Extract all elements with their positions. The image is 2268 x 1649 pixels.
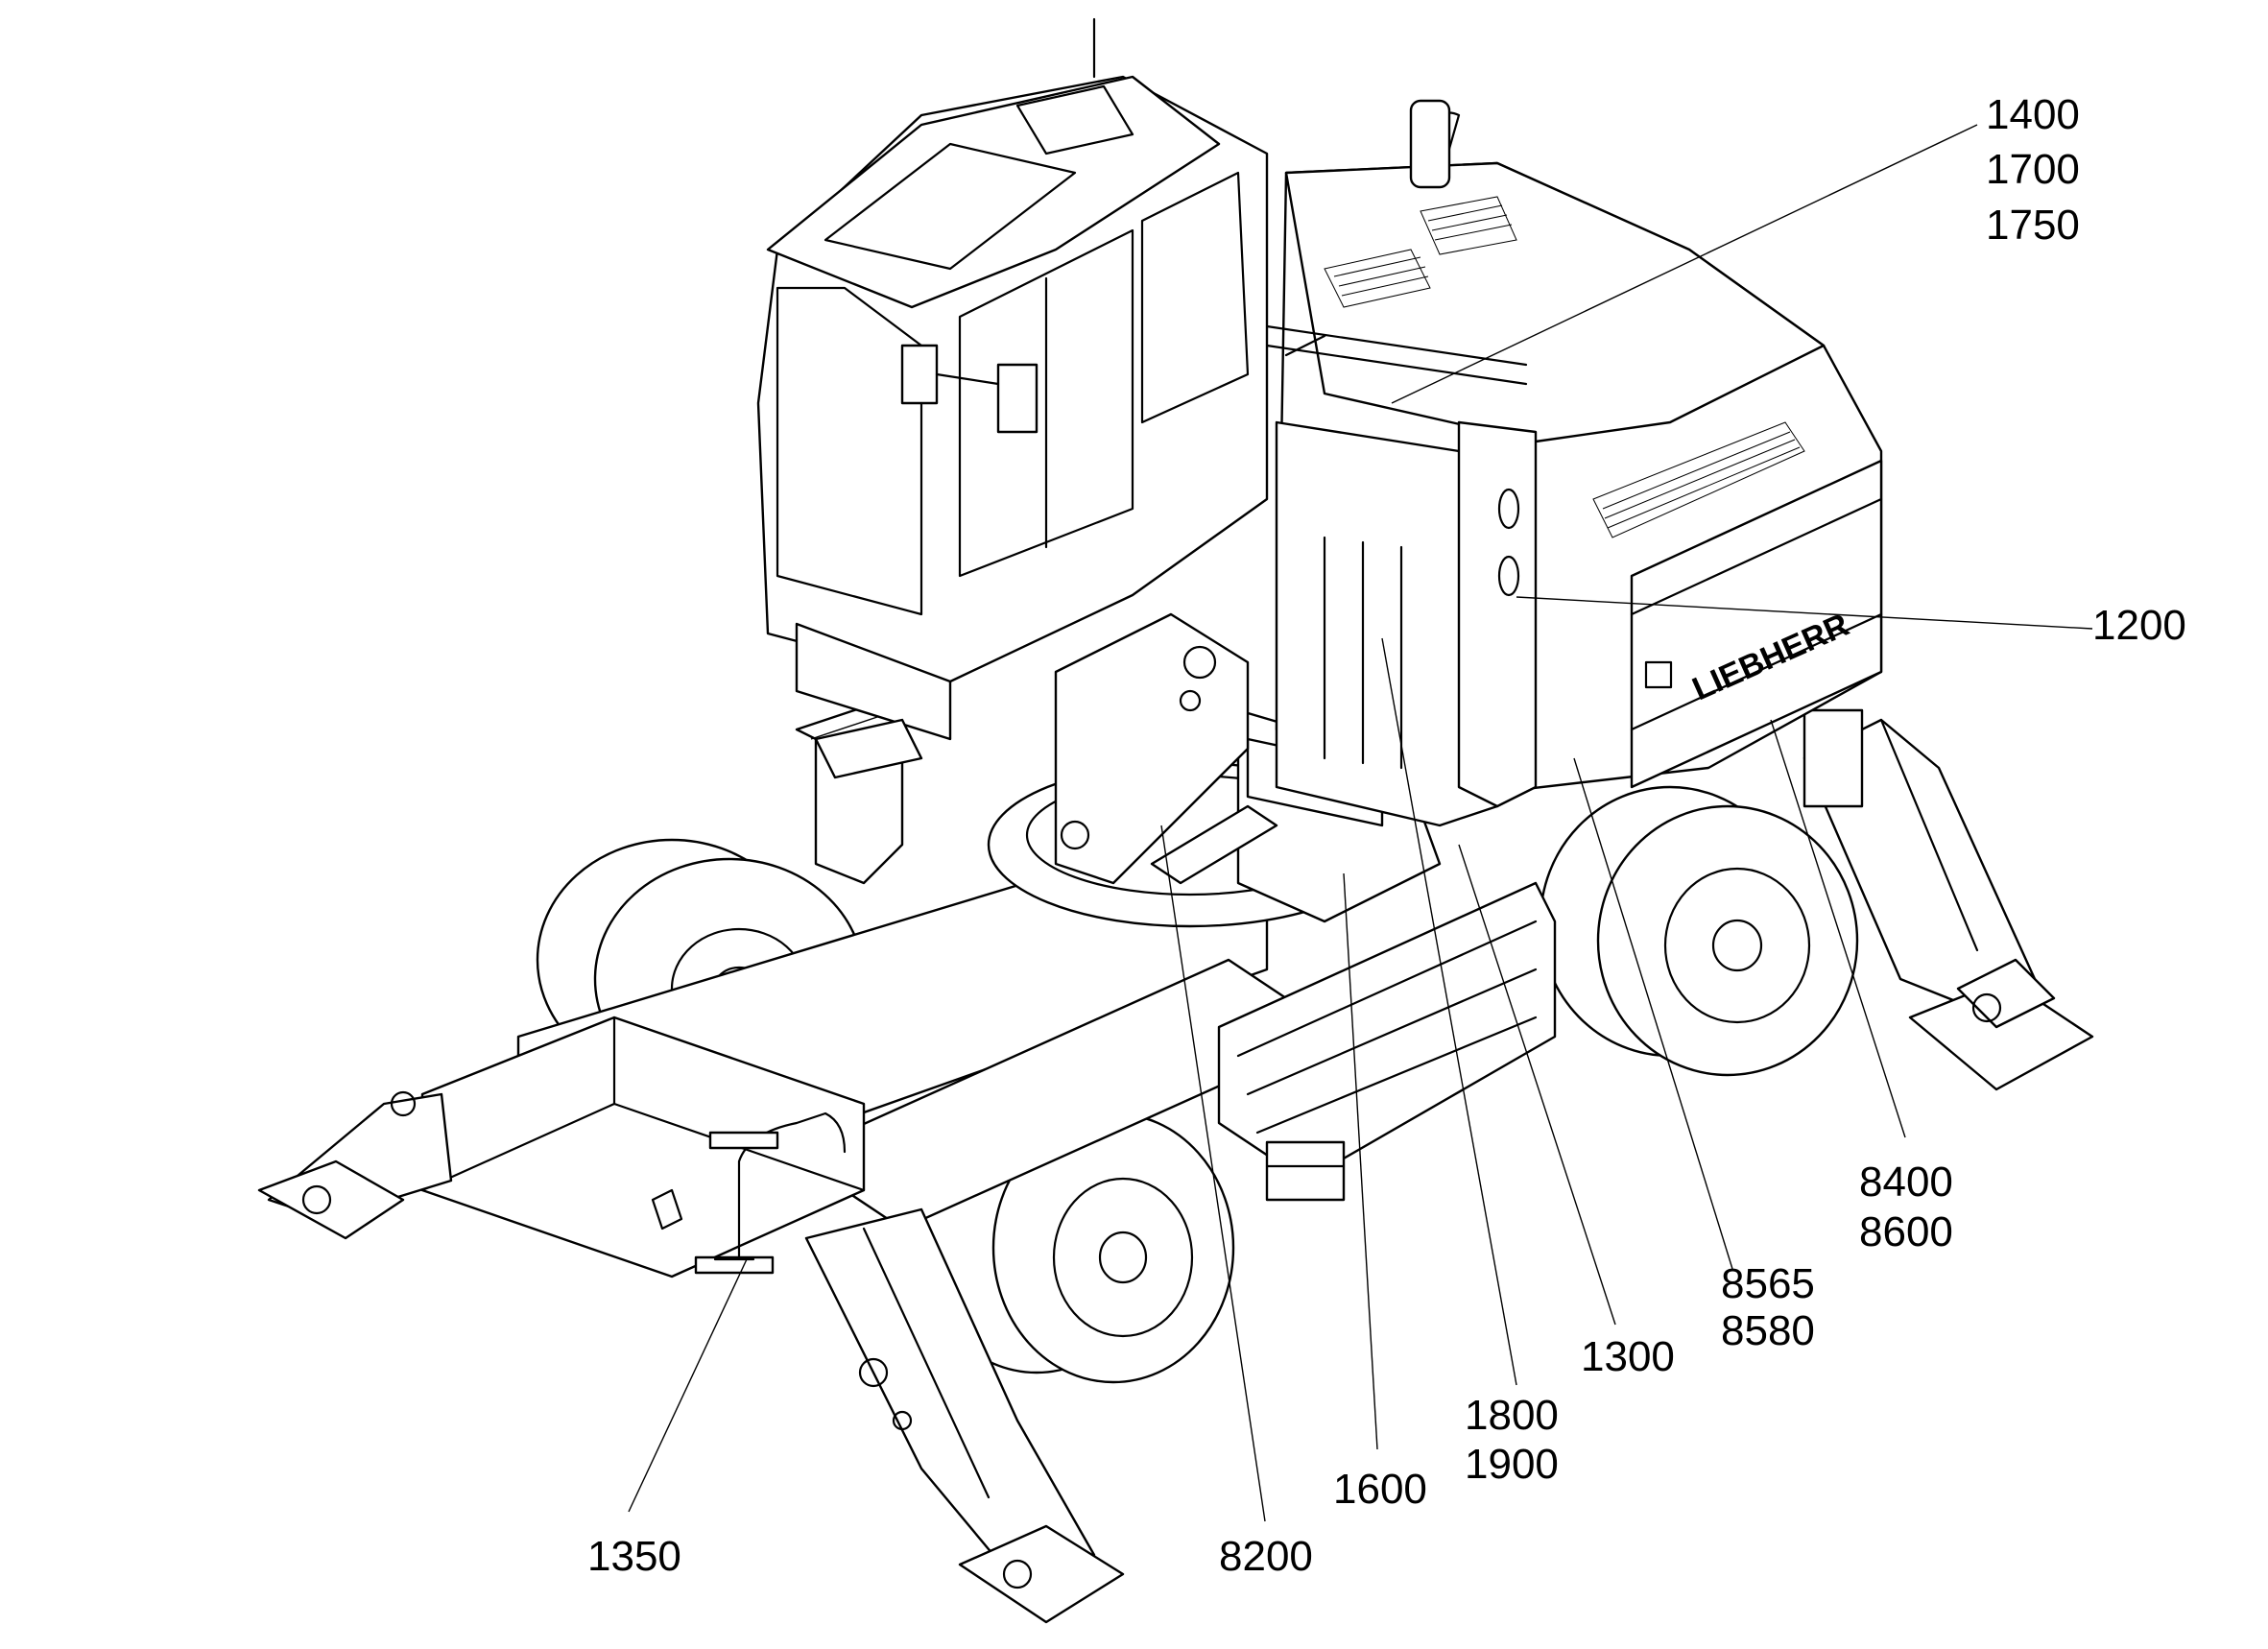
callout-1300: 1300 <box>1581 1333 1675 1380</box>
leader-1800 <box>1381 637 1517 1386</box>
callout-1750: 1750 <box>1986 202 2080 249</box>
callout-1200: 1200 <box>2092 602 2186 649</box>
callout-1900: 1900 <box>1465 1441 1559 1488</box>
callout-8200: 8200 <box>1219 1533 1313 1580</box>
callout-1800: 1800 <box>1465 1392 1559 1439</box>
leader-1350 <box>628 1258 748 1513</box>
leader-8400 <box>1770 719 1906 1138</box>
upper-carriage: LIEBHERR <box>1265 99 1883 827</box>
leader-1300 <box>1458 844 1616 1326</box>
front-outrigger-beam <box>257 1016 1125 1624</box>
callout-8400: 8400 <box>1859 1159 1953 1206</box>
leader-1400 <box>1391 124 1978 404</box>
leader-8200 <box>1160 824 1266 1522</box>
callout-1350: 1350 <box>587 1533 681 1580</box>
leader-1200 <box>1516 596 2093 630</box>
right-outrigger <box>1802 708 2094 1091</box>
callout-8580: 8580 <box>1721 1307 1815 1354</box>
boom-foot <box>1054 612 1278 885</box>
operator-cab <box>756 17 1269 779</box>
leader-8565 <box>1573 757 1733 1270</box>
callout-8565: 8565 <box>1721 1260 1815 1307</box>
leader-lines <box>628 124 2093 1522</box>
callout-1700: 1700 <box>1986 146 2080 193</box>
callout-8600: 8600 <box>1859 1208 1953 1255</box>
rear-right-wheels <box>1539 785 1859 1077</box>
toolbox-steps <box>1217 881 1557 1202</box>
callout-1400: 1400 <box>1986 91 2080 138</box>
callout-1600: 1600 <box>1333 1466 1427 1513</box>
leader-1600 <box>1343 872 1378 1450</box>
